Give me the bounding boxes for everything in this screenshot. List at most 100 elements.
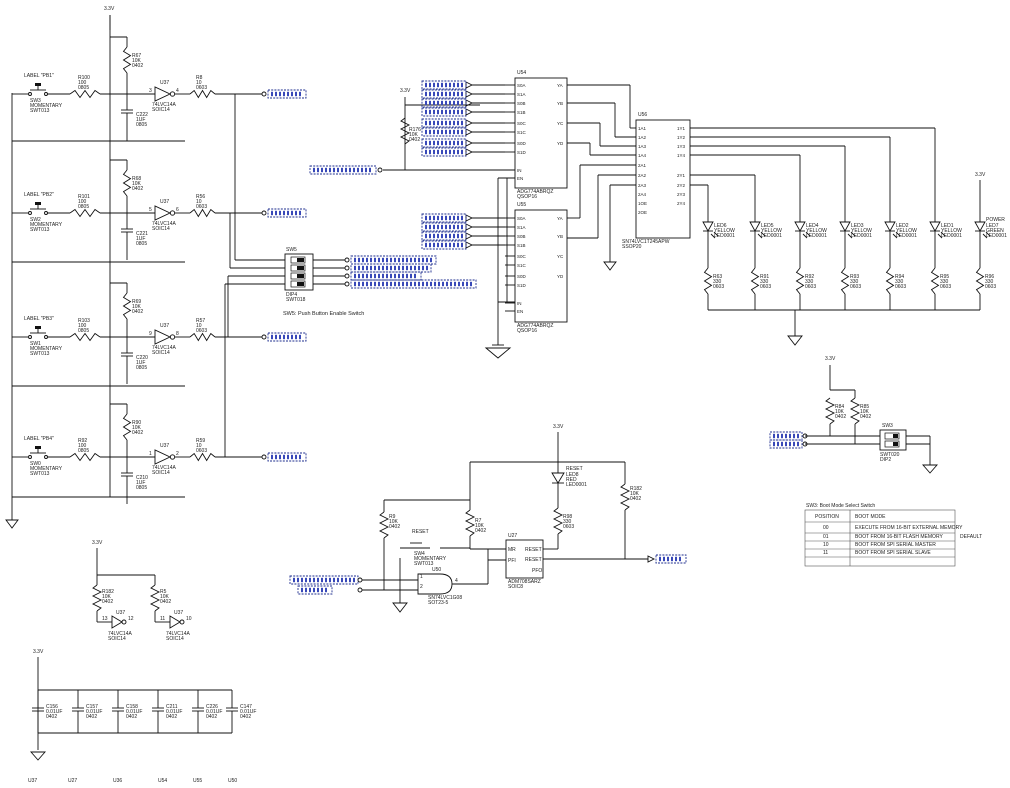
u56-out-label: 1Y3 xyxy=(677,144,686,149)
spare-b-u-pkg: SOIC14 xyxy=(166,636,184,642)
left-rails xyxy=(5,15,185,529)
pin-number: 1 xyxy=(149,451,152,457)
reset-sw-pn: SWT013 xyxy=(414,561,434,567)
arrow xyxy=(465,108,474,116)
switch-ref: SW1 xyxy=(30,341,41,347)
u56-in-label: 2OE xyxy=(638,210,647,215)
mux-net-flag-mark xyxy=(429,100,431,106)
sw5-net-flag-mark xyxy=(414,257,416,263)
mux-out-label: YD xyxy=(557,141,564,146)
gate-ref: U37 xyxy=(160,80,169,86)
mux-net-flag-mark xyxy=(441,109,443,115)
net-flag-mark xyxy=(287,334,289,340)
mux-net-flag-mark xyxy=(445,215,447,221)
u50-part: SN74LVC1G08 xyxy=(428,595,462,601)
net-flag-mark xyxy=(291,454,293,460)
boot-net-flag-mark xyxy=(785,433,787,439)
sw5-net-flag-mark xyxy=(398,265,400,271)
mux-net-flag-mark xyxy=(425,120,427,126)
mux-pin-label: S1A xyxy=(517,225,526,230)
sw5-net-flag-mark xyxy=(362,265,364,271)
mux-net-flag-mark xyxy=(449,100,451,106)
net-connector xyxy=(377,167,383,173)
mux-net-flag-mark xyxy=(441,149,443,155)
mux-net-flag-mark xyxy=(437,224,439,230)
mux-select-net-flag-mark xyxy=(317,167,319,173)
reset-r9-ref: R9 xyxy=(389,514,396,520)
reset-in-net-flag xyxy=(289,575,359,585)
led-resistor-ref: R63 xyxy=(713,274,722,280)
led-resistor xyxy=(750,267,760,295)
mux-net-flag-mark xyxy=(461,100,463,106)
led-emission xyxy=(892,233,898,239)
led-emission xyxy=(895,231,901,237)
mux-net-flag-mark xyxy=(441,233,443,239)
mux-pin-label: S0B xyxy=(517,101,526,106)
gate-pkg: SOIC14 xyxy=(152,107,170,113)
switch-type: MOMENTARY xyxy=(30,466,63,472)
u56-out-label: 2Y1 xyxy=(677,173,686,178)
switch-part: SWT013 xyxy=(30,108,50,114)
out-resistor-ref: R59 xyxy=(196,438,205,444)
mux-net-flag-mark xyxy=(433,91,435,97)
mux-out-label: YC xyxy=(557,121,564,126)
reset-sw-label: RESET xyxy=(412,529,429,535)
switch-ref: SW3 xyxy=(30,98,41,104)
led-emission xyxy=(847,233,853,239)
cap-pkg: 0402 xyxy=(126,714,137,720)
sw5-net-flag-mark xyxy=(374,281,376,287)
mux-net-flag-mark xyxy=(453,91,455,97)
mux-select-net-flag-mark xyxy=(329,167,331,173)
mux-net-flag-mark xyxy=(461,129,463,135)
mux-net-flag-mark xyxy=(449,224,451,230)
reset-led-pkg: LED0001 xyxy=(566,482,587,488)
mux-select-net-flag-mark xyxy=(321,167,323,173)
switch-ref: SW2 xyxy=(30,217,41,223)
arrow xyxy=(465,139,474,147)
mux-net-flag-mark xyxy=(445,129,447,135)
reset-r182-value: 10K xyxy=(630,491,640,497)
led-emission xyxy=(982,233,988,239)
cap-pkg: 0805 xyxy=(136,365,147,371)
led-resistor-value: 330 xyxy=(760,279,769,285)
resistor-pkg: 0805 xyxy=(78,328,89,334)
cap-value: 1UF xyxy=(136,117,145,123)
boot-table-position: 00 xyxy=(823,525,829,531)
r176-resistor xyxy=(399,117,411,145)
sw5-pn: SWT018 xyxy=(286,297,306,303)
led-resistor-ref: R92 xyxy=(805,274,814,280)
pushbutton-channel: LABEL "PB2"SW2MOMENTARYSWT013R1011000805… xyxy=(12,159,307,260)
mux-net-flag xyxy=(421,231,467,241)
net-flag-mark xyxy=(291,91,293,97)
u56-in-label: 2A2 xyxy=(638,173,647,178)
mux-net-flag-mark xyxy=(425,91,427,97)
arrow xyxy=(465,119,474,127)
mux-net-flag-mark xyxy=(449,82,451,88)
sw5-net-flag-mark xyxy=(470,281,472,287)
cap-ref: C211 xyxy=(166,704,178,710)
sw5-net-flag-mark xyxy=(374,265,376,271)
mux-net-flag-mark xyxy=(461,120,463,126)
sw5-net-flag-mark xyxy=(378,273,380,279)
net-flag-mark xyxy=(287,454,289,460)
mux-net-flag-mark xyxy=(461,140,463,146)
mux-net-flag-mark xyxy=(453,109,455,115)
mux-select-net-flag-mark xyxy=(369,167,371,173)
mux-net-flag-mark xyxy=(461,224,463,230)
u56-in-label: 1A2 xyxy=(638,135,647,140)
pullup-pkg: 0402 xyxy=(132,63,143,69)
pullup-ref: R69 xyxy=(132,299,141,305)
spare-b-pin: 11 xyxy=(160,616,165,622)
mux-net-flag-mark xyxy=(433,140,435,146)
led-diode xyxy=(884,221,896,232)
u56-out-label: 1Y1 xyxy=(677,126,686,131)
boot-net-flag-mark xyxy=(777,441,779,447)
mux-net-flag-mark xyxy=(449,242,451,248)
pullup-ref: R67 xyxy=(132,53,141,59)
led-bank: LED6YELLOWLED0001R633300603LED5YELLOWLED… xyxy=(702,128,1007,310)
u50-pin-4: 4 xyxy=(455,578,458,584)
sw5-net-flag-mark xyxy=(390,257,392,263)
u56-out-label: 2Y3 xyxy=(677,192,686,197)
boot-table-mode: BOOT FROM SPI SERIAL SLAVE xyxy=(855,550,931,556)
out-resistor-pkg: 0603 xyxy=(196,448,207,454)
